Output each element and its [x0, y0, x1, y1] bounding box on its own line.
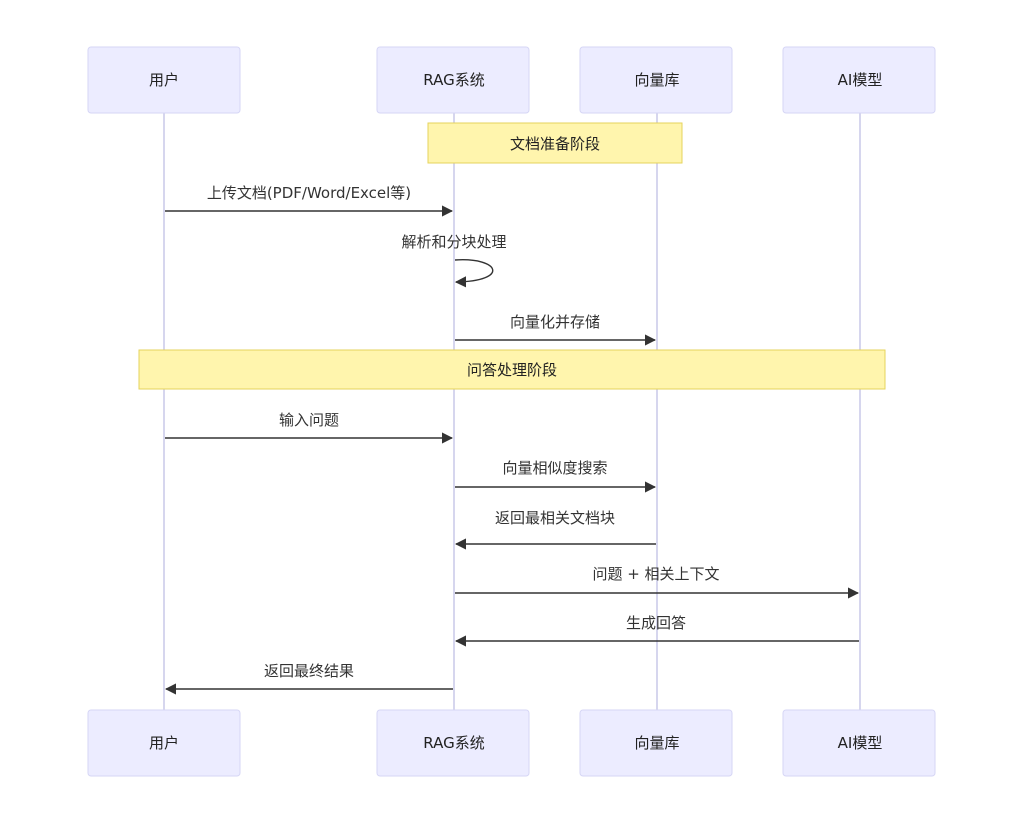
message-vectorize-store: 向量化并存储	[455, 313, 657, 346]
note-label: 问答处理阶段	[467, 361, 557, 379]
actor-label: 向量库	[634, 71, 679, 89]
message-label: 返回最终结果	[264, 662, 354, 680]
message-label: 向量化并存储	[510, 313, 600, 331]
actor-label: RAG系统	[423, 734, 484, 752]
message-label: 上传文档(PDF/Word/Excel等)	[207, 184, 411, 202]
message-upload-docs: 上传文档(PDF/Word/Excel等)	[165, 184, 454, 217]
message-label: 解析和分块处理	[401, 233, 506, 251]
actor-top-ai-model: AI模型	[782, 46, 936, 114]
actor-label: AI模型	[838, 734, 883, 752]
message-label: 返回最相关文档块	[495, 509, 615, 527]
message-question-context: 问题 + 相关上下文	[455, 565, 860, 599]
message-label: 输入问题	[279, 411, 339, 429]
actor-bottom-vector-db: 向量库	[579, 709, 733, 777]
actor-top-rag: RAG系统	[376, 46, 530, 114]
actor-bottom-user: 用户	[87, 709, 241, 777]
message-label: 向量相似度搜索	[502, 459, 607, 477]
note-doc-prep: 文档准备阶段	[427, 122, 683, 164]
message-similarity-search: 向量相似度搜索	[455, 459, 657, 493]
message-generate-answer: 生成回答	[454, 614, 859, 647]
actor-top-user: 用户	[87, 46, 241, 114]
actor-bottom-ai-model: AI模型	[782, 709, 936, 777]
note-qa-processing: 问答处理阶段	[138, 349, 886, 390]
message-label: 生成回答	[626, 614, 686, 632]
actor-label: AI模型	[838, 71, 883, 89]
message-label: 问题 + 相关上下文	[592, 565, 719, 583]
actor-label: 用户	[149, 734, 179, 752]
message-return-chunks: 返回最相关文档块	[454, 509, 656, 550]
message-parse-chunk: 解析和分块处理	[401, 233, 507, 288]
actor-label: 用户	[149, 71, 179, 89]
self-loop-arrow	[454, 259, 494, 288]
actor-top-vector-db: 向量库	[579, 46, 733, 114]
note-label: 文档准备阶段	[510, 135, 600, 153]
actor-bottom-rag: RAG系统	[376, 709, 530, 777]
actor-label: 向量库	[634, 734, 679, 752]
message-input-question: 输入问题	[165, 411, 454, 444]
actor-label: RAG系统	[423, 71, 484, 89]
message-return-result: 返回最终结果	[164, 662, 453, 695]
